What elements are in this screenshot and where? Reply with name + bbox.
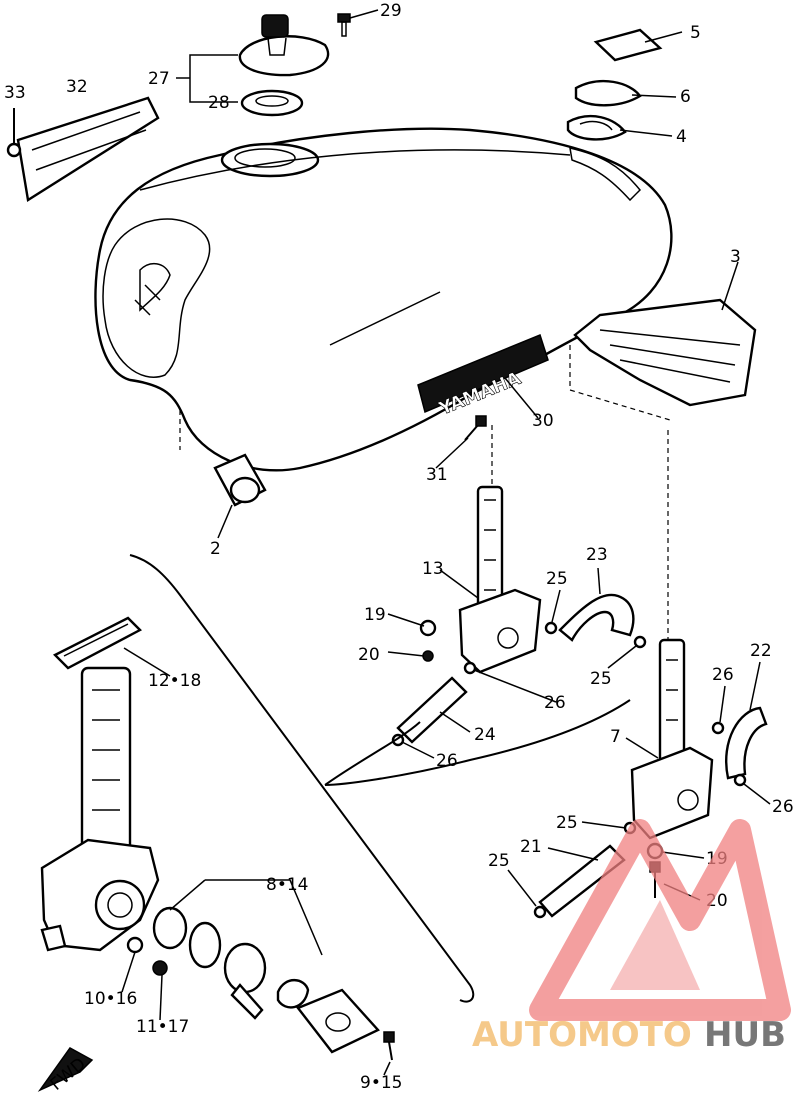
label-25b: 25 [590,669,612,689]
label-9-15: 9•15 [360,1073,402,1093]
screw-31 [464,415,487,441]
leader-lines [121,9,771,1076]
label-26c: 26 [772,797,794,817]
clip-26b [711,721,725,735]
clip-25d [533,905,547,919]
label-31: 31 [426,465,448,485]
label-8-14: 8•14 [266,875,308,895]
label-26d: 26 [436,751,458,771]
fuel-petcock-7 [630,638,714,840]
label-13: 13 [422,559,444,579]
label-29: 29 [380,1,402,21]
label-27: 27 [148,69,170,89]
o-ring [188,921,222,969]
label-24: 24 [474,725,496,745]
fuel-petcock-13 [458,485,542,674]
watermark-part1: AUTOMOTO [472,1015,692,1055]
fuel-cap [238,14,330,77]
watermark-part2: HUB [704,1015,786,1055]
rear-cover [573,298,757,407]
gasket-4 [566,114,627,141]
cap-gasket [240,89,304,117]
tank-badge [16,96,160,202]
lever-gasket [276,978,310,1009]
valve-disc [152,906,188,950]
washer-10-16 [126,936,144,954]
label-25d: 25 [488,851,510,871]
label-23: 23 [586,545,608,565]
label-28: 28 [208,93,230,113]
label-22: 22 [750,641,772,661]
watermark-text: AUTOMOTO HUB [472,1015,786,1055]
hose-24 [396,676,468,744]
detail-inset-outline [129,554,631,1003]
label-2: 2 [210,539,221,559]
bolt-20a [422,650,434,662]
label-5: 5 [690,23,701,43]
label-26a: 26 [544,693,566,713]
bracket-5 [593,28,663,62]
label-25c: 25 [556,813,578,833]
petcock-detail [40,666,160,952]
fwd-arrow: FWD [37,1047,94,1095]
fuel-tank [94,127,673,472]
screw-11-17 [152,960,168,976]
drain-plug [213,453,267,507]
gasket-12-18 [52,616,142,670]
label-32: 32 [66,77,88,97]
hose-22 [725,706,768,780]
label-33: 33 [4,83,26,103]
label-25a: 25 [546,569,568,589]
label-4: 4 [676,127,687,147]
label-3: 3 [730,247,741,267]
label-12-18: 12•18 [148,671,201,691]
clip-25b [633,635,647,649]
screw-29 [337,13,351,37]
label-7: 7 [610,727,621,747]
label-10-16: 10•16 [84,989,137,1009]
part-number-labels: 29 5 27 28 33 32 6 4 3 30 31 2 13 23 25 … [4,1,794,1093]
label-30: 30 [532,411,554,431]
screw-33 [6,108,22,158]
clip-26a [463,661,477,675]
plate-6 [574,79,642,107]
label-21: 21 [520,837,542,857]
valve-lever [223,942,267,1020]
label-20a: 20 [358,645,380,665]
label-11-17: 11•17 [136,1017,189,1037]
cover-plate [296,988,380,1054]
label-6: 6 [680,87,691,107]
washer-19a [419,619,437,637]
label-26b: 26 [712,665,734,685]
label-19a: 19 [364,605,386,625]
clip-26c [733,773,747,787]
watermark-logo [529,819,791,1021]
screw-9-15 [383,1031,395,1061]
hose-23 [558,593,635,642]
clip-25a [544,621,558,635]
